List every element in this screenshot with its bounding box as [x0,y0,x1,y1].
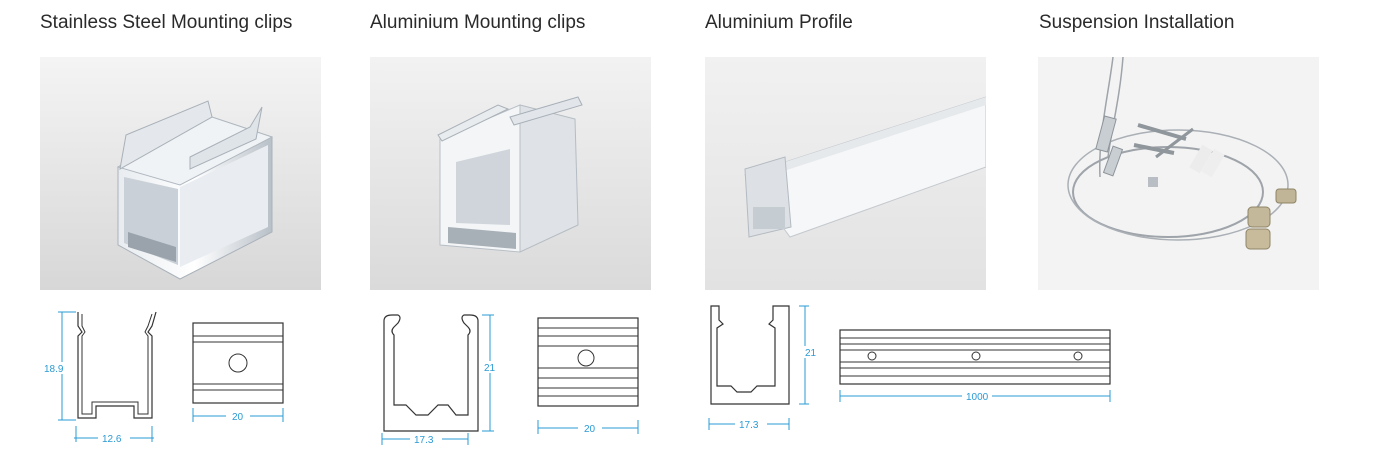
stainless-steel-clip-photo [40,57,321,290]
title-aluminium-clips: Aluminium Mounting clips [370,12,586,33]
aluminium-clip-width-label: 17.3 [414,435,434,446]
aluminium-profile-width-label: 17.3 [739,420,759,431]
stainless-width-label: 12.6 [102,434,122,445]
title-stainless-steel-clips: Stainless Steel Mounting clips [40,12,293,33]
stainless-length-label: 20 [232,412,244,423]
aluminium-clip-length-label: 20 [584,424,596,435]
aluminium-profile-height-label: 21 [805,348,817,359]
aluminium-clip-photo [370,57,651,290]
stainless-height-label: 18.9 [44,364,64,375]
aluminium-clip-section-drawing: 21 17.3 [370,305,500,450]
aluminium-profile-length-drawing: 1000 [838,328,1114,404]
aluminium-profile-section-drawing: 21 17.3 [705,300,825,435]
aluminium-clip-height-label: 21 [484,363,496,374]
title-suspension-installation: Suspension Installation [1039,12,1235,33]
title-aluminium-profile: Aluminium Profile [705,12,853,33]
aluminium-clip-side-drawing: 20 [534,316,644,438]
stainless-clip-side-drawing: 20 [188,318,288,428]
aluminium-profile-length-label: 1000 [966,392,989,403]
suspension-kit-photo [1038,57,1319,290]
stainless-clip-section-drawing: 18.9 12.6 [40,300,170,450]
aluminium-profile-photo [705,57,986,290]
